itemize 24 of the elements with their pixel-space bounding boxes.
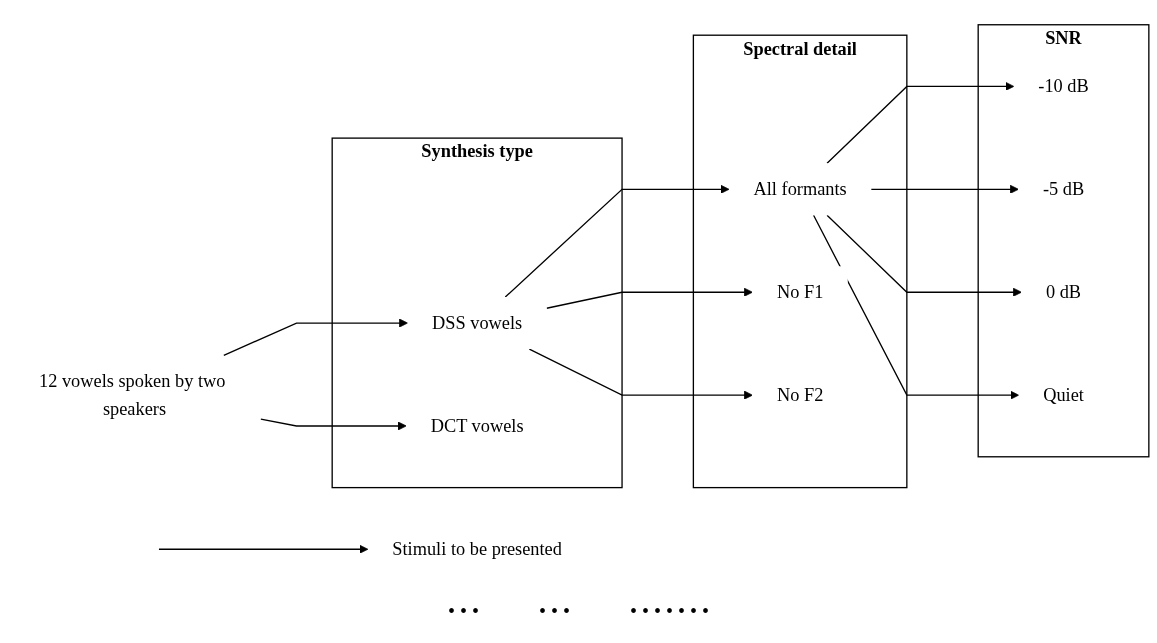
arrow: [826, 81, 1015, 164]
arrow: [812, 214, 1020, 400]
node-text: No F2: [776, 384, 824, 405]
node-text: Stimuli to be presented: [392, 538, 562, 559]
ellipsis-dots: • • • • • • •: [630, 600, 709, 624]
node-text: -10 dB: [1038, 75, 1089, 97]
arrow: [546, 287, 753, 309]
arrow: [826, 214, 1022, 297]
arrow: [260, 418, 407, 431]
arrow: [504, 184, 730, 298]
node-text: Quiet: [1043, 384, 1084, 405]
node-text: 0 dB: [1045, 281, 1082, 302]
ellipsis-dots: • • •: [447, 600, 479, 624]
arrow: [528, 348, 753, 400]
arrow: [158, 544, 369, 554]
node-text: -5 dB: [1042, 178, 1085, 199]
node-text: 12 vowels spoken by two speakers: [38, 370, 226, 419]
node-text: DSS vowels: [432, 312, 523, 333]
node-text: All formants: [753, 178, 847, 199]
node-text: No F1: [776, 281, 824, 302]
arrow: [223, 318, 408, 357]
arrow: [870, 184, 1019, 194]
ellipsis-dots: • • •: [539, 600, 570, 624]
node-text: DCT vowels: [430, 415, 524, 436]
